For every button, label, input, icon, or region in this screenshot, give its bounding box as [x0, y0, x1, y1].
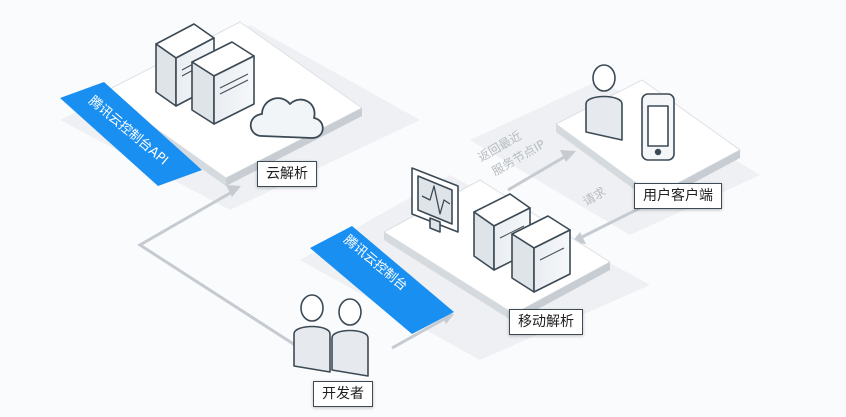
monitor-icon — [411, 167, 459, 233]
node-label-user-client: 用户客户端 — [634, 183, 722, 209]
phone-icon — [641, 93, 675, 161]
server-icon — [191, 41, 255, 125]
connector-developer-to-mobile — [391, 316, 447, 350]
user-icon — [585, 64, 623, 141]
developer-icon — [293, 294, 331, 373]
cloud-icon — [249, 97, 324, 139]
connector-developer-to-cloud — [137, 190, 296, 347]
node-label-mobile-dns: 移动解析 — [509, 309, 583, 335]
node-label-cloud-dns: 云解析 — [257, 161, 317, 187]
connector-return-ip — [507, 154, 567, 192]
node-label-developer: 开发者 — [313, 381, 373, 407]
connector-request — [579, 206, 641, 240]
connector-lines — [137, 150, 641, 350]
server-icon — [511, 215, 571, 293]
developer-icon — [331, 298, 369, 377]
